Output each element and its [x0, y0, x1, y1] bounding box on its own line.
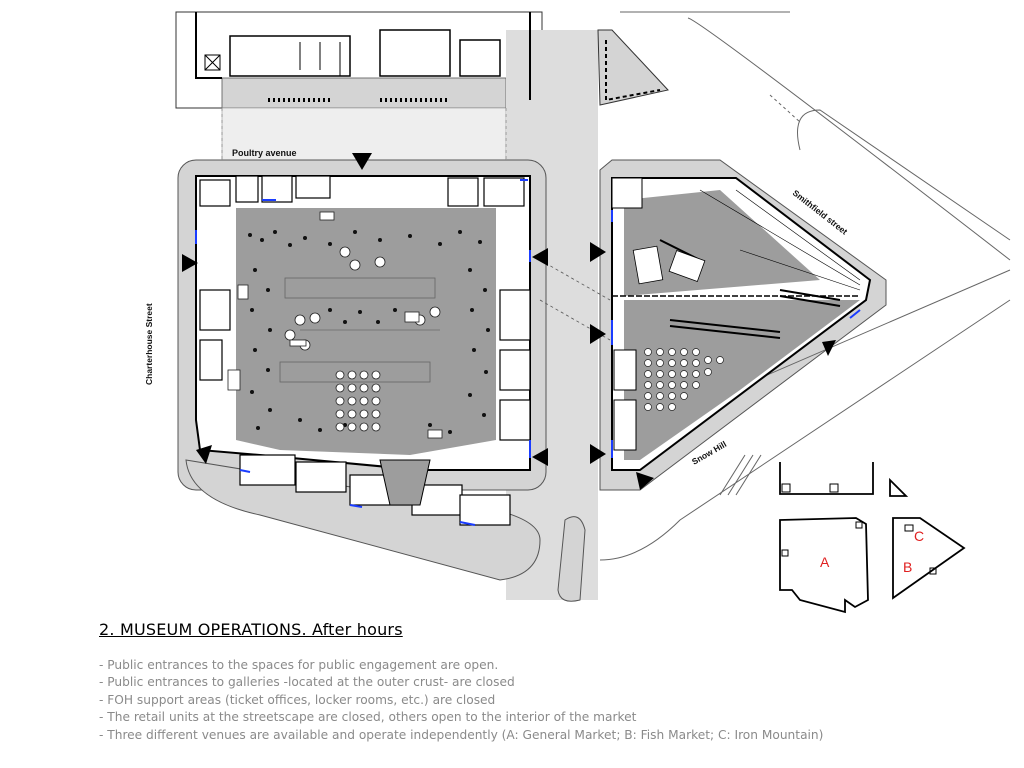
entrance-arrow [590, 242, 606, 262]
poultry-avenue-label: Poultry avenue [232, 148, 297, 158]
charterhouse-street-label: Charterhouse Street [144, 303, 154, 385]
key-plan-venue-bc [892, 517, 966, 600]
entrance-arrow [532, 248, 548, 266]
venue-c-label: C [914, 528, 924, 544]
key-plan [779, 462, 966, 614]
note-item: - Three different venues are available a… [99, 727, 824, 742]
note-item: - The retail units at the streetscape ar… [99, 710, 637, 725]
note-item: - FOH support areas (ticket offices, loc… [99, 692, 496, 707]
entrance-arrow [182, 254, 198, 272]
general-market-building [195, 175, 531, 526]
entrance-arrow [196, 445, 212, 464]
east-market-building [611, 177, 872, 471]
key-plan-island [889, 477, 909, 497]
key-plan-top-block [779, 462, 874, 495]
notes-list: - Public entrances to the spaces for pub… [99, 657, 823, 744]
entrance-arrow [822, 340, 836, 356]
key-plan-venue-a [779, 517, 869, 614]
note-item: - Public entrances to galleries -located… [99, 675, 515, 690]
entrance-arrow [532, 448, 548, 466]
entrance-arrow [636, 472, 654, 490]
entrance-arrow [352, 153, 372, 170]
venue-a-label: A [820, 554, 830, 570]
site-plan: Poultry avenue Charterhouse Street Smith… [144, 11, 1011, 614]
entrance-arrows [182, 153, 836, 490]
entrance-arrow [590, 324, 606, 344]
page-title: 2. MUSEUM OPERATIONS. After hours [99, 620, 403, 639]
note-item: - Public entrances to the spaces for pub… [99, 658, 499, 672]
venue-b-label: B [903, 559, 912, 575]
entrance-arrow [590, 444, 606, 464]
top-building-block [195, 12, 531, 102]
